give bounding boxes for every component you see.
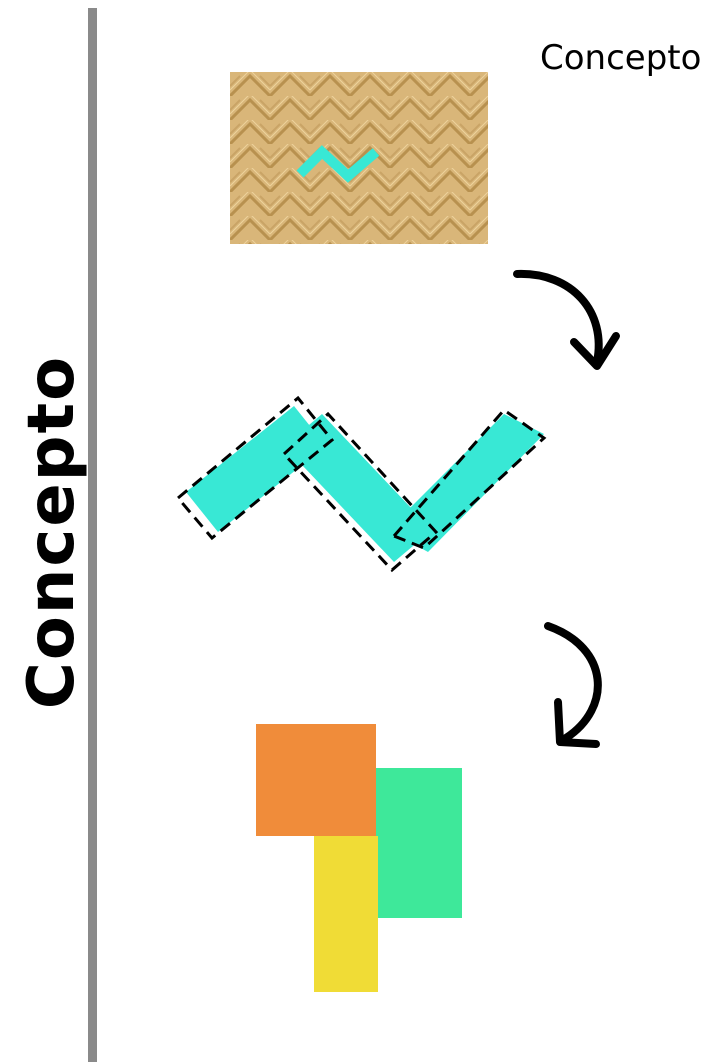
zigzag-diagram — [160, 380, 560, 590]
woven-texture-image — [230, 72, 488, 244]
zigzag-strip-3 — [388, 414, 544, 552]
curved-arrow-down-icon — [540, 618, 620, 752]
vertical-divider — [88, 8, 97, 1062]
top-title: Concepto — [540, 38, 701, 78]
zigzag-strip-1 — [186, 406, 326, 532]
curved-arrow-down-icon — [512, 262, 622, 374]
orange-block — [256, 724, 376, 836]
yellow-block — [314, 836, 378, 992]
color-blocks — [250, 718, 470, 998]
green-block — [376, 768, 462, 918]
side-title: Concepto — [15, 355, 89, 709]
